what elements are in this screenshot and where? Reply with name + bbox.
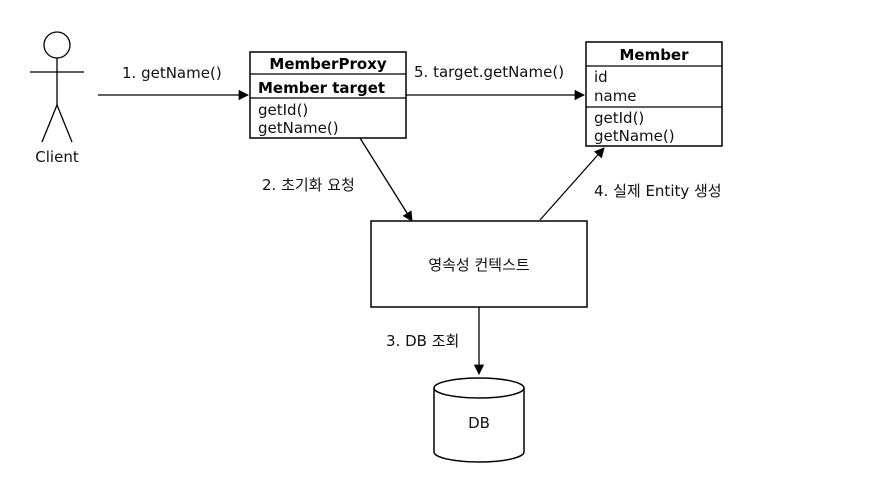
- actor-head: [43, 31, 71, 59]
- proxy-method-getid: getId(): [258, 101, 308, 119]
- member-method-getid: getId(): [594, 109, 644, 127]
- actor-right-leg: [56, 104, 73, 143]
- db-top: [433, 377, 525, 399]
- actor-label: Client: [35, 148, 79, 166]
- persistence-context: 영속성 컨텍스트: [370, 220, 588, 308]
- step-2-label: 2. 초기화 요청: [262, 176, 355, 194]
- proxy-class-box: [249, 51, 407, 139]
- step-3-label: 3. DB 조회: [386, 332, 459, 350]
- database-cylinder: DB: [433, 377, 525, 463]
- client-actor: Client: [30, 31, 84, 166]
- step-5-label: 5. target.getName(): [414, 63, 564, 81]
- persistence-context-label: 영속성 컨텍스트: [428, 256, 530, 274]
- proxy-class-name: MemberProxy: [269, 55, 386, 73]
- proxy-method-getname: getName(): [258, 119, 339, 137]
- member-method-getname: getName(): [594, 127, 675, 145]
- db-label: DB: [468, 414, 490, 432]
- arrow-step-2: [359, 137, 413, 222]
- actor-left-leg: [41, 104, 58, 143]
- step-1-label: 1. getName(): [122, 64, 222, 82]
- step-4-label: 4. 실제 Entity 생성: [594, 182, 722, 200]
- db-body: [433, 388, 525, 463]
- member-class-box: [585, 41, 723, 147]
- member-field-id: id: [594, 68, 608, 86]
- member-class: Member id name getId() getName(): [585, 41, 723, 147]
- member-proxy-class: MemberProxy Member target getId() getNam…: [249, 51, 407, 139]
- proxy-field: Member target: [258, 79, 385, 97]
- member-field-name: name: [594, 87, 637, 105]
- arrow-step-4: [539, 147, 605, 221]
- member-class-name: Member: [619, 46, 689, 64]
